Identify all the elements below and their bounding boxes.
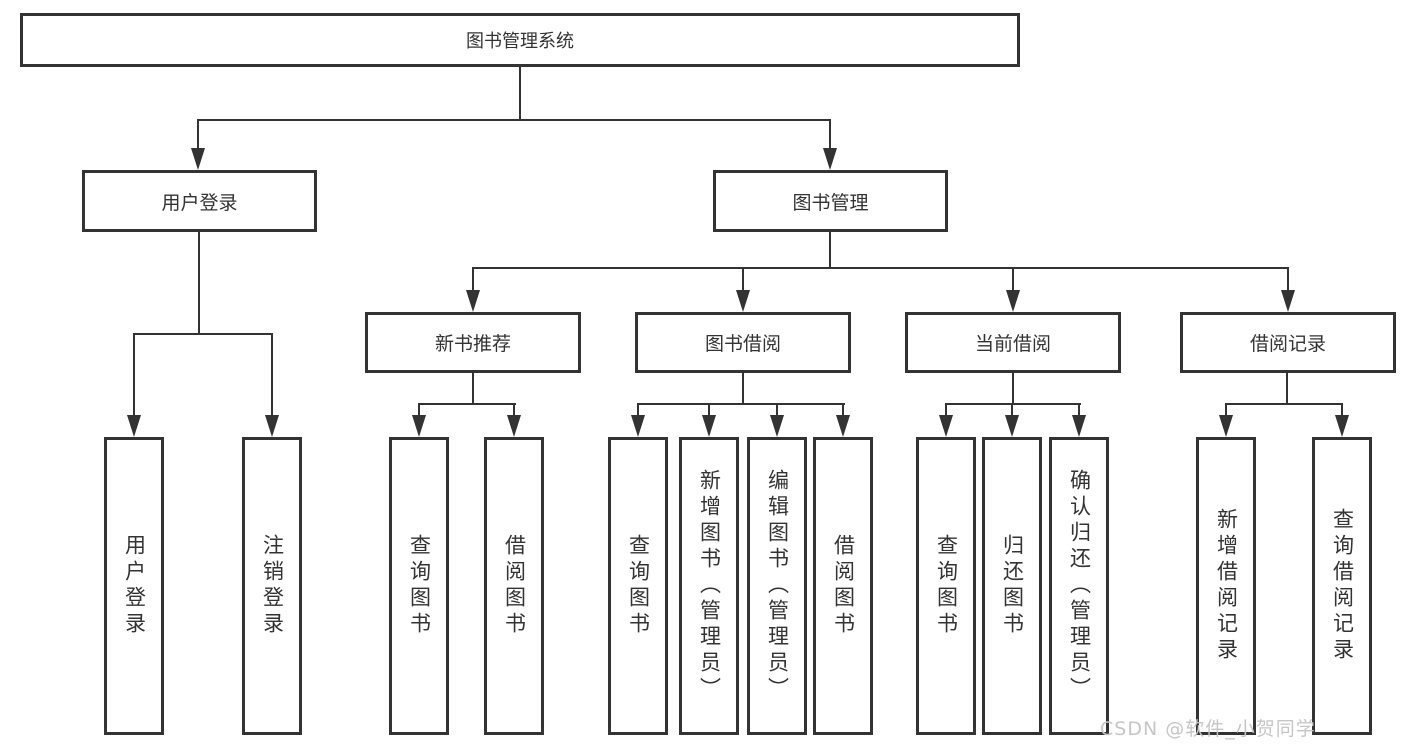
connector-vline: [842, 403, 844, 417]
node-new-book-recommend: 新书推荐: [365, 312, 581, 373]
arrow-down-icon: [466, 290, 480, 312]
connector-vline: [1012, 373, 1014, 405]
connector-vline: [1287, 267, 1289, 292]
connector-vline: [513, 403, 515, 417]
node-borrow-records: 借阅记录: [1180, 312, 1396, 373]
connector-vline: [1341, 403, 1343, 417]
connector-vline: [776, 403, 778, 417]
leaf-return-books: 归还图书: [982, 437, 1042, 735]
leaf-query-borrow-record: 查询借阅记录: [1312, 437, 1372, 735]
connector-vline: [1286, 373, 1288, 405]
leaf-query-books-2: 查询图书: [608, 437, 668, 735]
connector-vline: [133, 333, 135, 416]
connector-vline: [1011, 403, 1013, 417]
connector-vline: [197, 119, 199, 150]
leaf-edit-books-admin: 编辑图书（管理员）: [747, 437, 807, 735]
leaf-add-books-admin: 新增图书（管理员）: [679, 437, 739, 735]
arrow-down-icon: [265, 415, 279, 437]
connector-vline: [829, 232, 831, 269]
arrow-down-icon: [1335, 415, 1349, 437]
connector-vline: [1012, 267, 1014, 292]
node-book-management: 图书管理: [713, 170, 948, 232]
arrow-down-icon: [507, 415, 521, 437]
leaf-query-books-1: 查询图书: [389, 437, 449, 735]
arrow-down-icon: [127, 415, 141, 437]
node-book-borrow: 图书借阅: [635, 312, 851, 373]
connector-vline: [829, 119, 831, 150]
connector-hline: [1225, 403, 1343, 405]
connector-vline: [708, 403, 710, 417]
leaf-logout: 注销登录: [242, 437, 302, 735]
connector-vline: [1225, 403, 1227, 417]
connector-hline: [637, 403, 845, 405]
arrow-down-icon: [1005, 415, 1019, 437]
connector-hline: [418, 403, 516, 405]
csdn-watermark: CSDN @软件_小贺同学: [1100, 718, 1316, 740]
leaf-confirm-return-admin: 确认归还（管理员）: [1049, 437, 1109, 735]
connector-vline: [742, 373, 744, 405]
connector-vline: [742, 267, 744, 292]
node-current-borrow: 当前借阅: [905, 312, 1121, 373]
arrow-down-icon: [1072, 415, 1086, 437]
connector-vline: [637, 403, 639, 417]
connector-vline: [418, 403, 420, 417]
connector-hline: [945, 403, 1081, 405]
leaf-borrow-books-2: 借阅图书: [813, 437, 873, 735]
arrow-down-icon: [631, 415, 645, 437]
arrow-down-icon: [191, 148, 205, 170]
arrow-down-icon: [1281, 290, 1295, 312]
connector-vline: [945, 403, 947, 417]
connector-vline: [472, 373, 474, 405]
arrow-down-icon: [736, 290, 750, 312]
leaf-add-borrow-record: 新增借阅记录: [1196, 437, 1256, 735]
arrow-down-icon: [1219, 415, 1233, 437]
connector-vline: [198, 232, 200, 335]
connector-hline: [133, 333, 273, 335]
arrow-down-icon: [939, 415, 953, 437]
arrow-down-icon: [1006, 290, 1020, 312]
node-root: 图书管理系统: [20, 13, 1020, 67]
connector-hline: [197, 119, 831, 121]
connector-vline: [1078, 403, 1080, 417]
arrow-down-icon: [770, 415, 784, 437]
node-user-login: 用户登录: [82, 170, 317, 232]
connector-vline: [519, 67, 521, 120]
arrow-down-icon: [836, 415, 850, 437]
connector-vline: [472, 267, 474, 292]
arrow-down-icon: [412, 415, 426, 437]
leaf-user-login: 用户登录: [104, 437, 164, 735]
leaf-query-books-3: 查询图书: [916, 437, 976, 735]
arrow-down-icon: [823, 148, 837, 170]
connector-hline: [472, 267, 1289, 269]
arrow-down-icon: [702, 415, 716, 437]
leaf-borrow-books-1: 借阅图书: [484, 437, 544, 735]
connector-vline: [271, 333, 273, 416]
